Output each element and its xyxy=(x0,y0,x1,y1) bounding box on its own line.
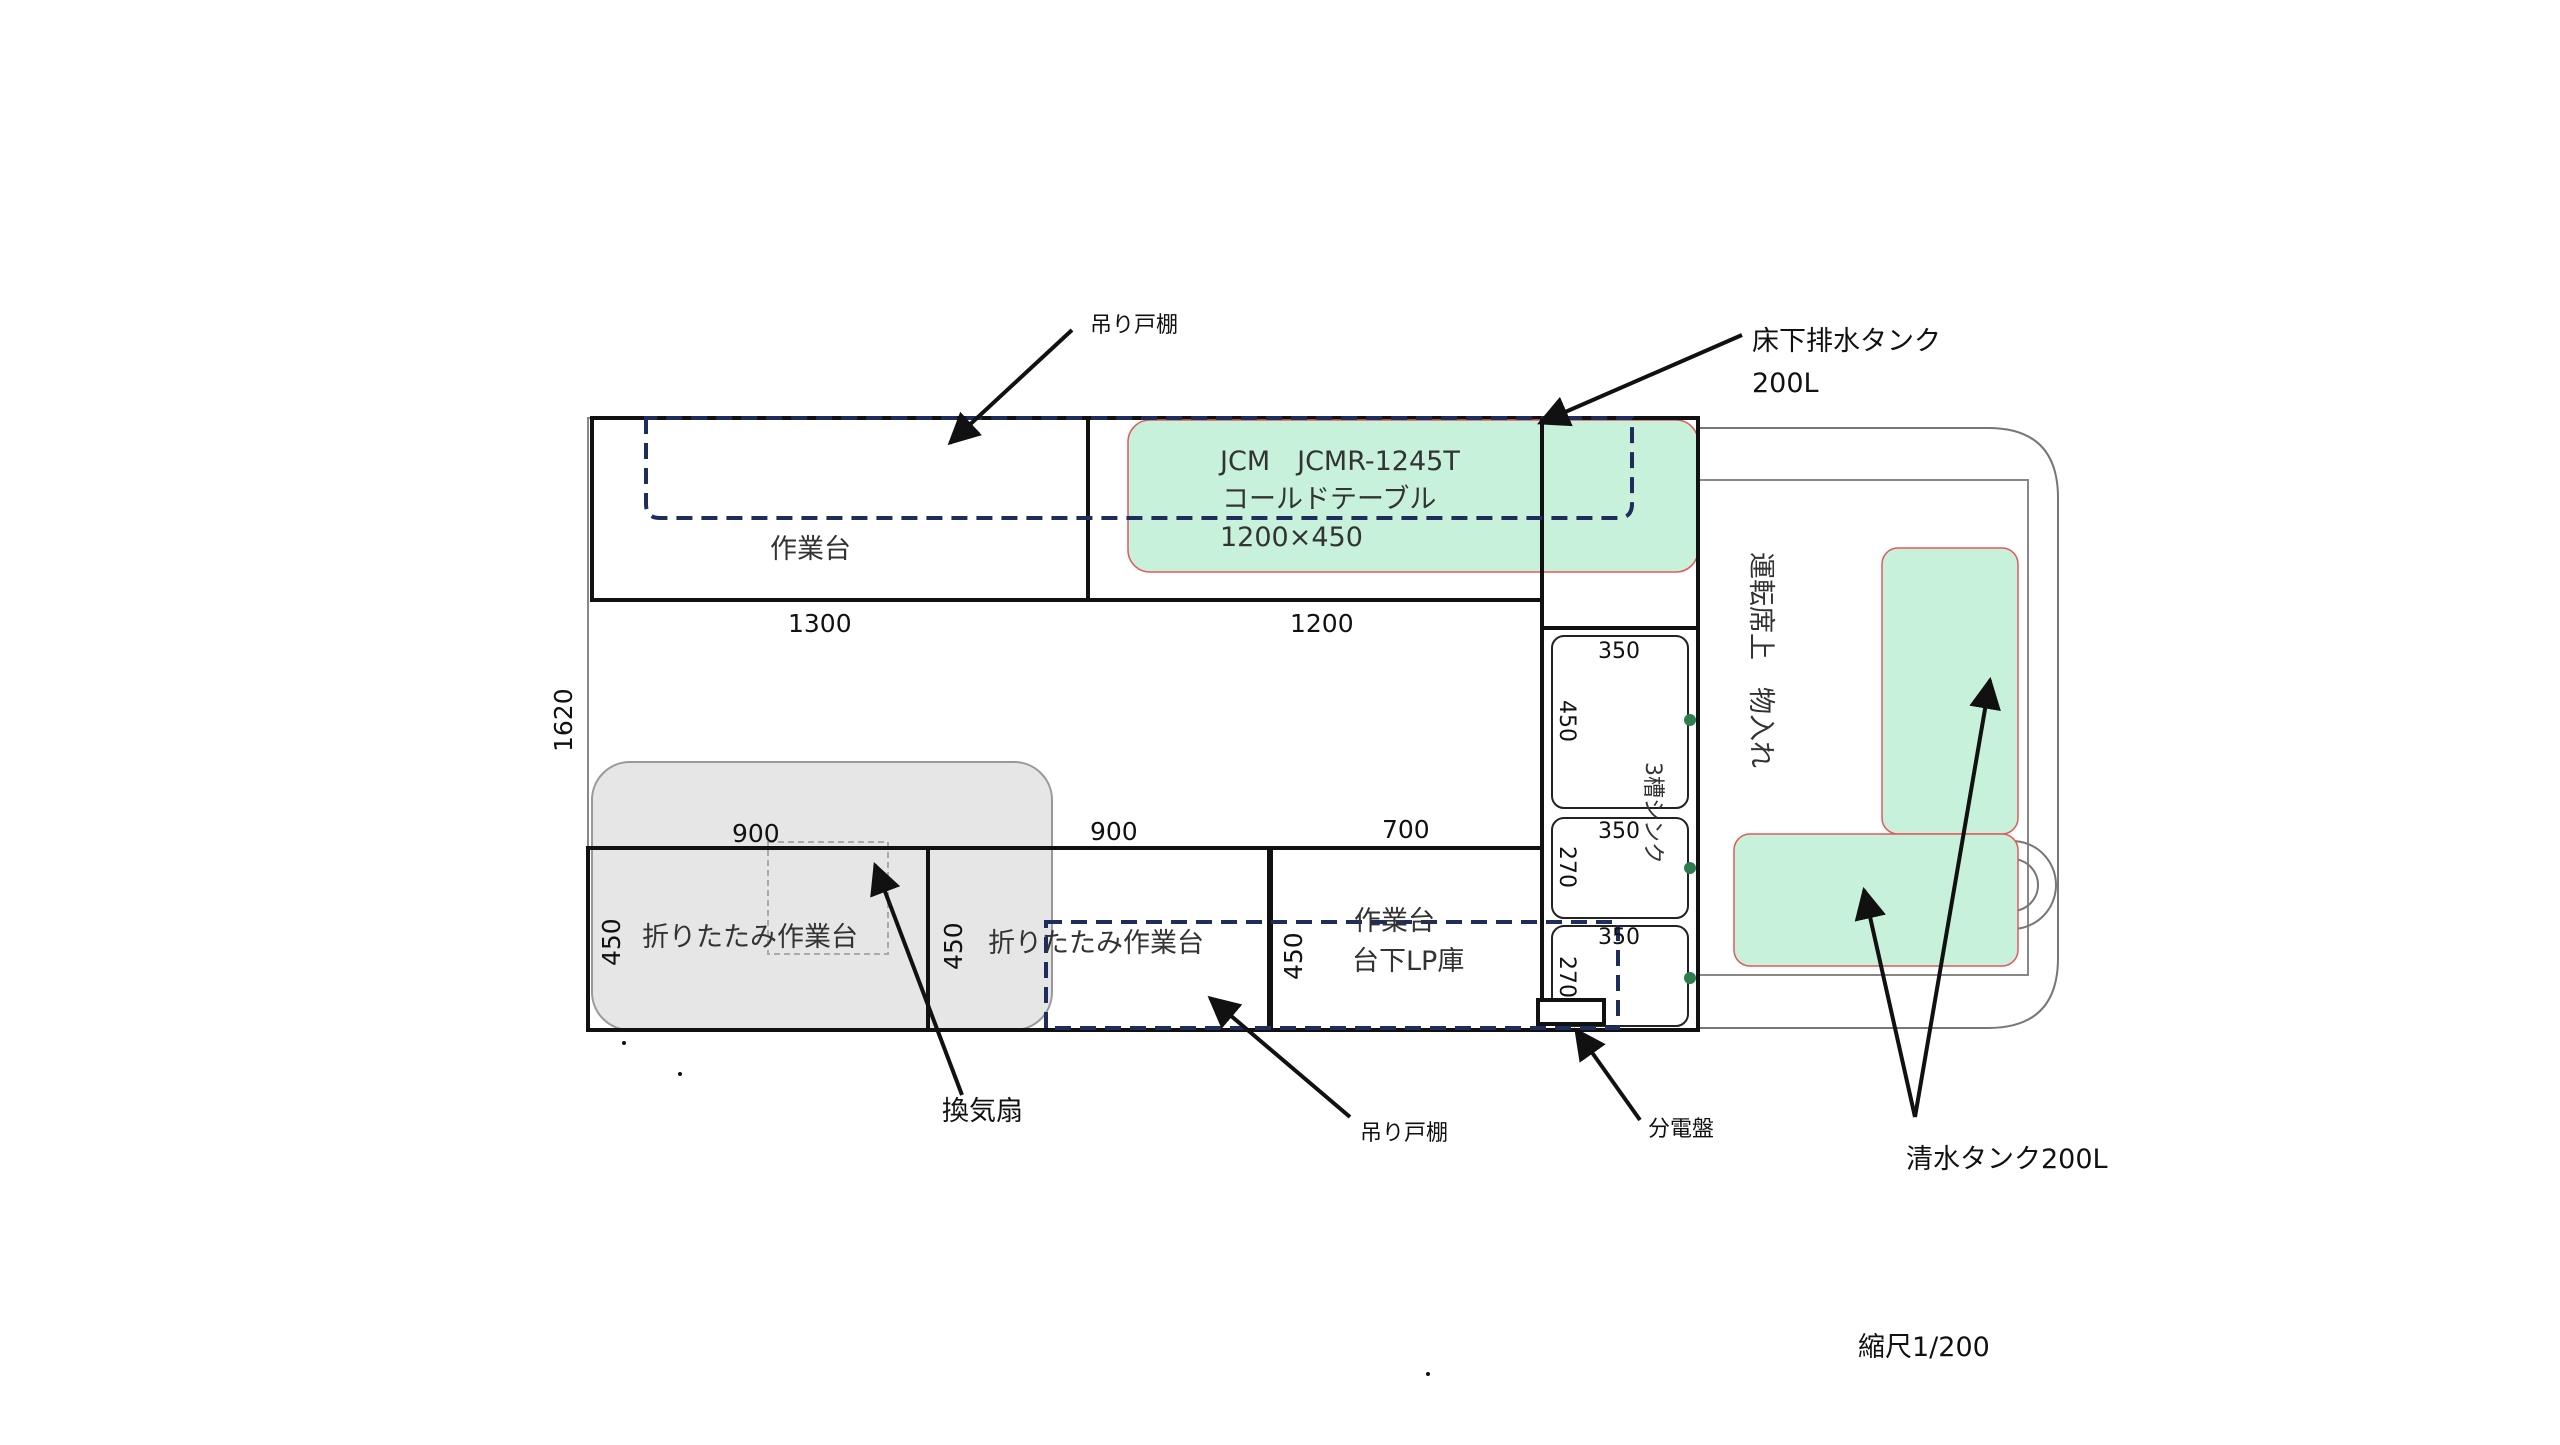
dim-overall-depth: 1620 xyxy=(549,688,578,752)
dim-bottom-1: 900 xyxy=(732,819,780,848)
dim-sink-3-d: 270 xyxy=(1554,956,1579,998)
label-lp-storage: 台下LP庫 xyxy=(1352,946,1464,977)
dim-sink-2-d: 270 xyxy=(1554,846,1579,888)
arrow-fresh-tank-2 xyxy=(1854,886,1917,1118)
label-sink: 3槽シンク xyxy=(1640,762,1665,864)
arrow-hanging-top xyxy=(947,328,1074,446)
label-lp-worktable: 作業台 xyxy=(1354,906,1435,937)
lp-worktable xyxy=(1268,846,1544,1032)
label-drain-tank: 床下排水タンク xyxy=(1752,326,1941,357)
arrow-breaker xyxy=(1574,1027,1642,1122)
cab-outline xyxy=(1698,427,2059,1029)
dim-top-left: 1300 xyxy=(788,609,852,638)
label-cold-table-size: 1200×450 xyxy=(1220,522,1363,553)
stray-dot-1 xyxy=(622,1041,626,1045)
arrow-drain-tank xyxy=(1537,333,1743,427)
breaker-panel xyxy=(1536,998,1606,1026)
arrow-fan xyxy=(870,862,964,1096)
faucet-1 xyxy=(1684,714,1696,726)
label-hanging-top: 吊り戸棚 xyxy=(1090,313,1178,338)
label-folding-table-2: 折りたたみ作業台 xyxy=(988,928,1204,959)
worktable-top-left xyxy=(590,416,1090,602)
label-fresh-tank: 清水タンク200L xyxy=(1906,1144,2108,1175)
arrow-hanging-bottom xyxy=(1207,995,1352,1119)
dim-sink-1-d: 450 xyxy=(1554,700,1579,742)
faucet-2 xyxy=(1684,862,1696,874)
faucet-3 xyxy=(1684,972,1696,984)
fan-hood xyxy=(591,761,1053,1031)
fresh-tank-vertical xyxy=(1881,547,2019,835)
label-fan: 換気扇 xyxy=(942,1096,1023,1127)
label-breaker: 分電盤 xyxy=(1648,1117,1714,1142)
label-worktable-top: 作業台 xyxy=(770,534,851,565)
label-cold-table-model: JCM JCMR-1245T xyxy=(1218,446,1460,477)
label-scale: 縮尺1/200 xyxy=(1858,1332,1990,1363)
stray-dot-2 xyxy=(678,1072,682,1076)
hanging-cabinet-top-outline xyxy=(644,416,1634,520)
label-drain-tank-volume: 200L xyxy=(1752,368,1819,399)
dim-bottom-2-depth: 450 xyxy=(939,922,968,970)
label-cold-table-name: コールドテーブル xyxy=(1222,484,1436,515)
dim-bottom-2: 900 xyxy=(1090,817,1138,846)
dim-sink-3-w: 350 xyxy=(1598,925,1640,950)
label-driver-storage: 運転席上 物入れ xyxy=(1745,552,1776,768)
dim-bottom-3-depth: 450 xyxy=(1279,932,1308,980)
dim-top-right: 1200 xyxy=(1290,609,1354,638)
label-folding-table-1: 折りたたみ作業台 xyxy=(642,922,858,953)
dim-sink-1-w: 350 xyxy=(1598,639,1640,664)
hanging-cabinet-bottom-outline xyxy=(1044,920,1620,1030)
stray-dot-3 xyxy=(1426,1372,1430,1376)
dim-bottom-1-depth: 450 xyxy=(597,918,626,966)
label-hanging-bottom: 吊り戸棚 xyxy=(1360,1121,1448,1146)
arrow-fresh-tank-1 xyxy=(1913,676,2001,1118)
dim-sink-2-w: 350 xyxy=(1598,819,1640,844)
dim-bottom-3: 700 xyxy=(1382,815,1430,844)
